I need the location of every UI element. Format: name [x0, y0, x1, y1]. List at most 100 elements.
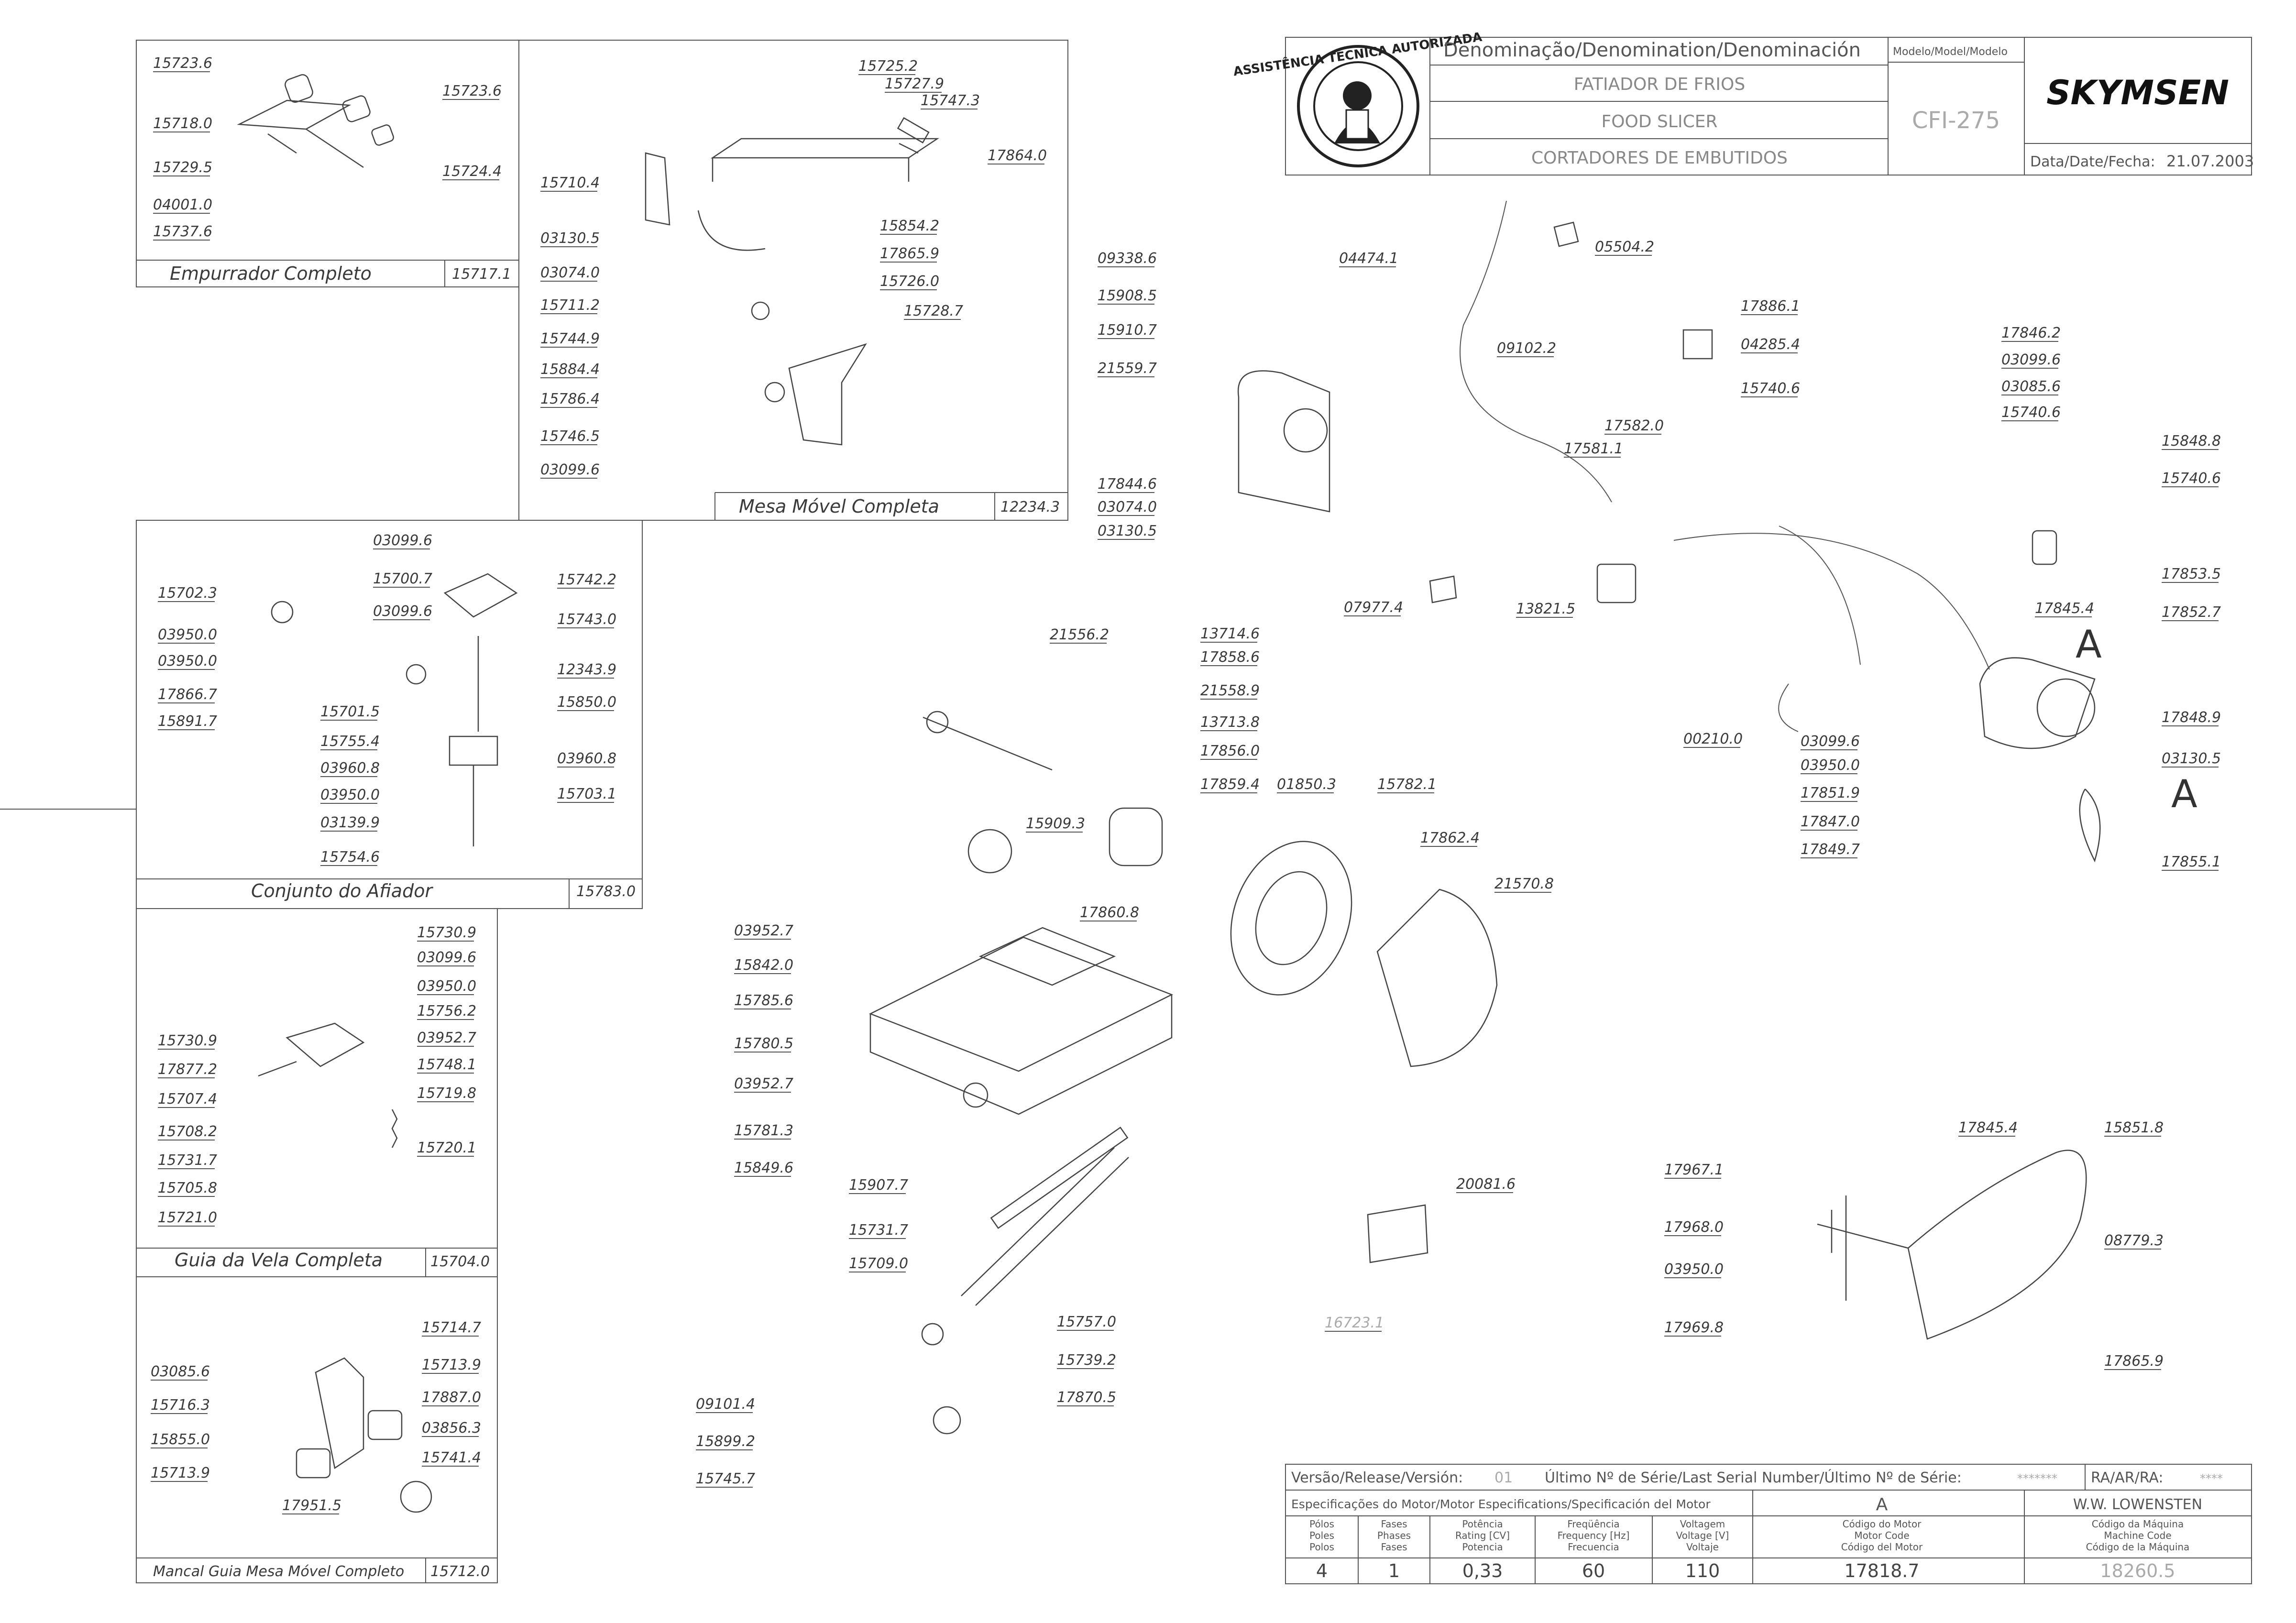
spec-header: Poles	[1309, 1530, 1334, 1541]
part-label: 15702.3	[158, 585, 217, 602]
part-label: 15730.9	[158, 1032, 217, 1049]
part-label: 15909.3	[1026, 815, 1085, 832]
name-es: CORTADORES DE EMBUTIDOS	[1531, 148, 1788, 168]
part-label: 15703.1	[557, 786, 616, 802]
part-label: 03952.7	[734, 922, 793, 939]
spec-value: 1	[1388, 1560, 1400, 1581]
part-label: 03130.5	[540, 230, 600, 247]
part-label: 03950.0	[158, 626, 217, 643]
part-label: 03950.0	[1664, 1261, 1724, 1278]
part-label: 15701.5	[320, 703, 380, 720]
part-label: 01850.3	[1277, 776, 1336, 793]
part-label: 17853.5	[2162, 566, 2221, 582]
part-label: 15713.9	[422, 1357, 481, 1373]
afiador-title: Conjunto do Afiador	[251, 880, 433, 901]
part-label: 03099.6	[1801, 733, 1860, 750]
spec-header: Código do Motor	[1843, 1518, 1922, 1530]
motor-letter: A	[1876, 1495, 1888, 1514]
part-label: 15742.2	[557, 571, 616, 588]
part-label: 15848.8	[2162, 433, 2221, 450]
mancal-title: Mancal Guia Mesa Móvel Completo	[153, 1563, 404, 1580]
ra-value: ****	[2200, 1472, 2223, 1485]
part-label: 15705.8	[158, 1180, 217, 1196]
part-label: 21570.8	[1494, 876, 1554, 892]
part-label: 15780.5	[734, 1035, 793, 1052]
part-label: 20081.6	[1456, 1176, 1516, 1193]
part-label: 15714.7	[422, 1319, 481, 1336]
spec-header: Pólos	[1309, 1518, 1334, 1530]
part-label: 15723.6	[153, 55, 212, 72]
version-value: 01	[1494, 1469, 1513, 1486]
spec-header: Rating [CV]	[1455, 1530, 1510, 1541]
part-label: 17846.2	[2001, 325, 2061, 341]
part-label: 03099.6	[2001, 351, 2061, 368]
frame-mesa: Mesa Móvel Completa 12234.3	[518, 40, 1068, 521]
motor-spec-column-headers: PólosPolesPolosFasesPhasesFasesPotênciaR…	[1309, 1518, 2189, 1553]
part-label: 15739.2	[1057, 1352, 1116, 1369]
part-label: 17855.1	[2162, 854, 2221, 870]
part-label: 03130.5	[2162, 750, 2221, 767]
part-label: 15740.6	[1741, 380, 1800, 397]
serial-value: *******	[2017, 1472, 2057, 1485]
part-label: 15850.0	[557, 694, 616, 711]
part-label: 17951.5	[282, 1497, 341, 1514]
spec-value: 17818.7	[1844, 1560, 1919, 1581]
part-label: 09101.4	[696, 1396, 755, 1413]
spec-header: Machine Code	[2104, 1530, 2171, 1541]
part-label: 13713.8	[1200, 714, 1260, 731]
part-label: 15757.0	[1057, 1314, 1116, 1330]
part-label: 04001.0	[153, 197, 212, 213]
spec-value: 0,33	[1462, 1560, 1503, 1581]
part-label: 17582.0	[1604, 417, 1664, 434]
part-label: 15720.1	[417, 1140, 476, 1156]
spec-header: Código del Motor	[1841, 1541, 1923, 1553]
part-label: 17967.1	[1664, 1162, 1724, 1178]
spec-header: Potencia	[1462, 1541, 1503, 1553]
spec-header: Código de la Máquina	[2086, 1541, 2190, 1553]
part-label: 15756.2	[417, 1003, 476, 1020]
date-value: 21.07.2003	[2166, 152, 2254, 170]
part-label: 04474.1	[1339, 250, 1398, 267]
part-label: 15741.4	[422, 1449, 481, 1466]
part-label: 17856.0	[1200, 743, 1260, 759]
part-label: 15711.2	[540, 297, 600, 314]
author: W.W. LOWENSTEN	[2073, 1496, 2202, 1513]
part-label: 03856.3	[422, 1420, 481, 1437]
part-label: 17848.9	[2162, 709, 2221, 726]
part-label: 15719.8	[417, 1085, 476, 1102]
brand-logo: SKYMSEN	[2046, 73, 2229, 112]
part-label: 15713.9	[151, 1465, 210, 1481]
blade-drawing	[1230, 841, 1498, 1067]
part-number-labels: 15723.615718.015729.504001.015737.615723…	[151, 55, 2221, 1514]
part-label: 13714.6	[1200, 625, 1260, 642]
part-label: 17852.7	[2162, 604, 2221, 621]
part-label: 03950.0	[158, 653, 217, 669]
part-label: 17858.6	[1200, 649, 1260, 666]
part-label: 17866.7	[158, 686, 217, 703]
part-label: 15785.6	[734, 992, 793, 1009]
part-label: 17860.8	[1080, 904, 1139, 921]
reference-mark: A	[2171, 772, 2197, 816]
blade-guide-drawing	[258, 1022, 398, 1148]
part-label: 15786.4	[540, 391, 600, 407]
version-label: Versão/Release/Versión:	[1291, 1469, 1463, 1486]
part-label: 15745.7	[696, 1470, 755, 1487]
part-label: 17886.1	[1741, 298, 1800, 315]
part-label: 00210.0	[1683, 731, 1743, 747]
part-label: 03074.0	[1098, 499, 1157, 515]
part-label: 03952.7	[734, 1075, 793, 1092]
afiador-code: 15783.0	[576, 883, 636, 900]
part-label: 15726.0	[880, 273, 939, 290]
spec-header: Potência	[1462, 1518, 1503, 1530]
part-label: 17968.0	[1664, 1219, 1724, 1236]
part-label: 15730.9	[417, 924, 476, 941]
date-label: Data/Date/Fecha:	[2030, 154, 2155, 170]
mesa-code: 12234.3	[1000, 499, 1060, 515]
part-label: 15854.2	[880, 218, 939, 234]
part-label: 17849.7	[1801, 841, 1860, 858]
part-label: 15744.9	[540, 330, 600, 347]
part-label: 17844.6	[1098, 476, 1157, 493]
spec-header: Voltagem	[1680, 1518, 1725, 1530]
